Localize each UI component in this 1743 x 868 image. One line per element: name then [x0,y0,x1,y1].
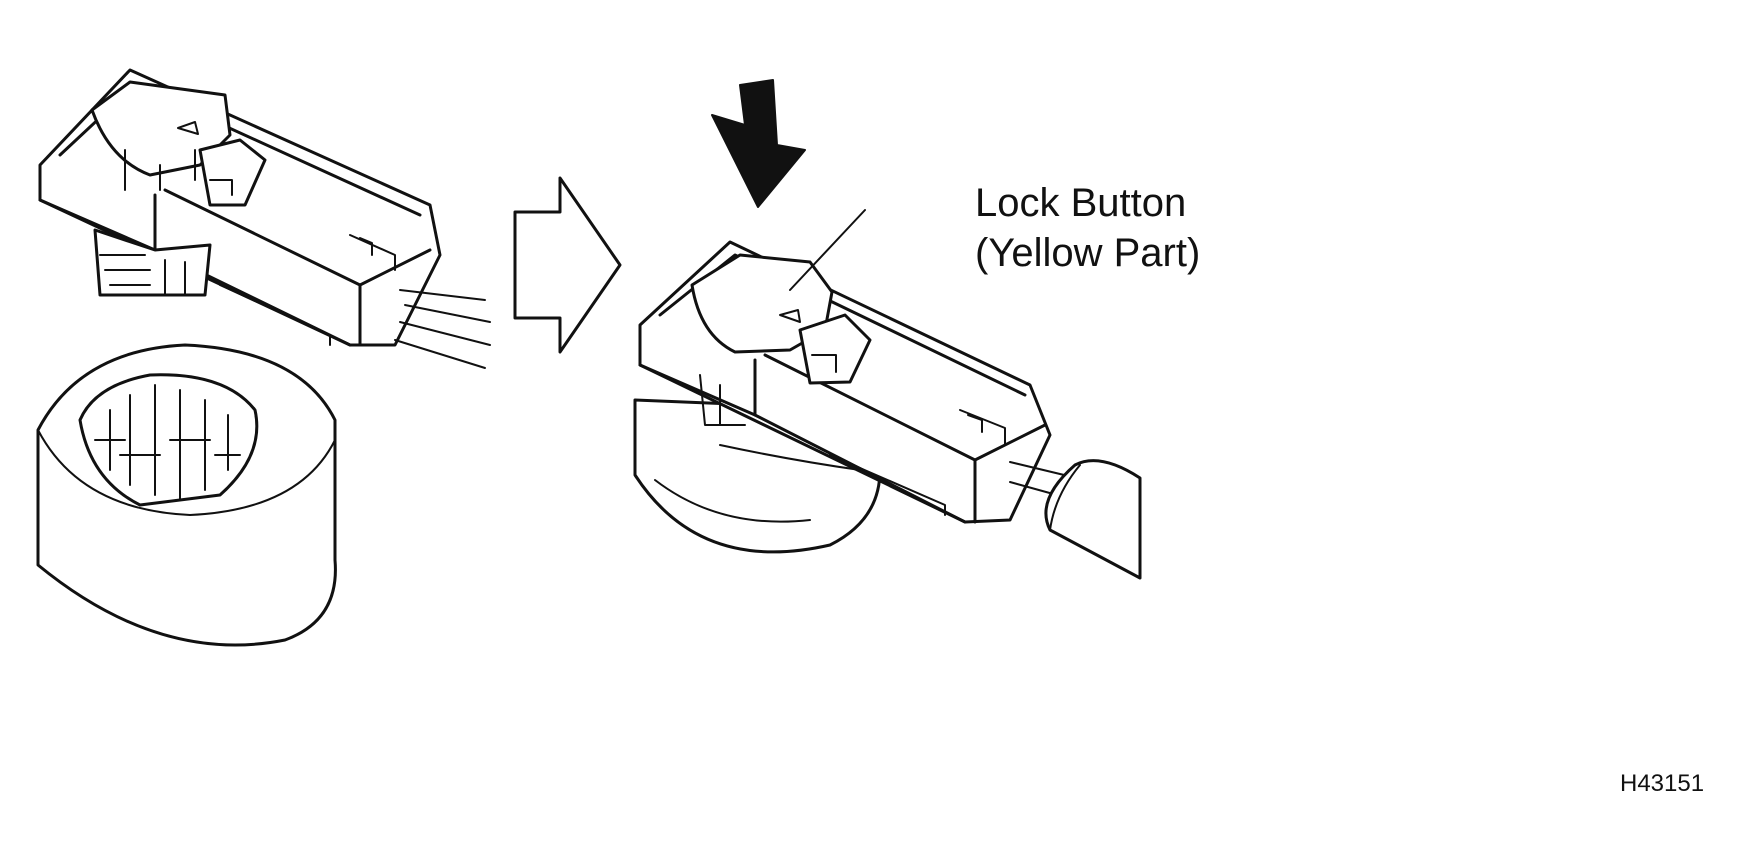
callout-leader-line [789,209,866,291]
hollow-right-arrow-icon [513,176,622,354]
lock-button-label-line2: (Yellow Part) [975,231,1201,275]
wires-left [394,289,491,369]
solid-down-arrow-icon [711,79,806,208]
connector-left [38,68,442,347]
harness-right [1009,459,1142,580]
sensor-base-left [36,343,337,647]
lock-button-label-line1: Lock Button [975,181,1187,225]
figure-code: H43151 [1620,770,1705,797]
lock-button-label: Lock Button (Yellow Part) [975,178,1200,278]
connector-right [638,240,1052,524]
